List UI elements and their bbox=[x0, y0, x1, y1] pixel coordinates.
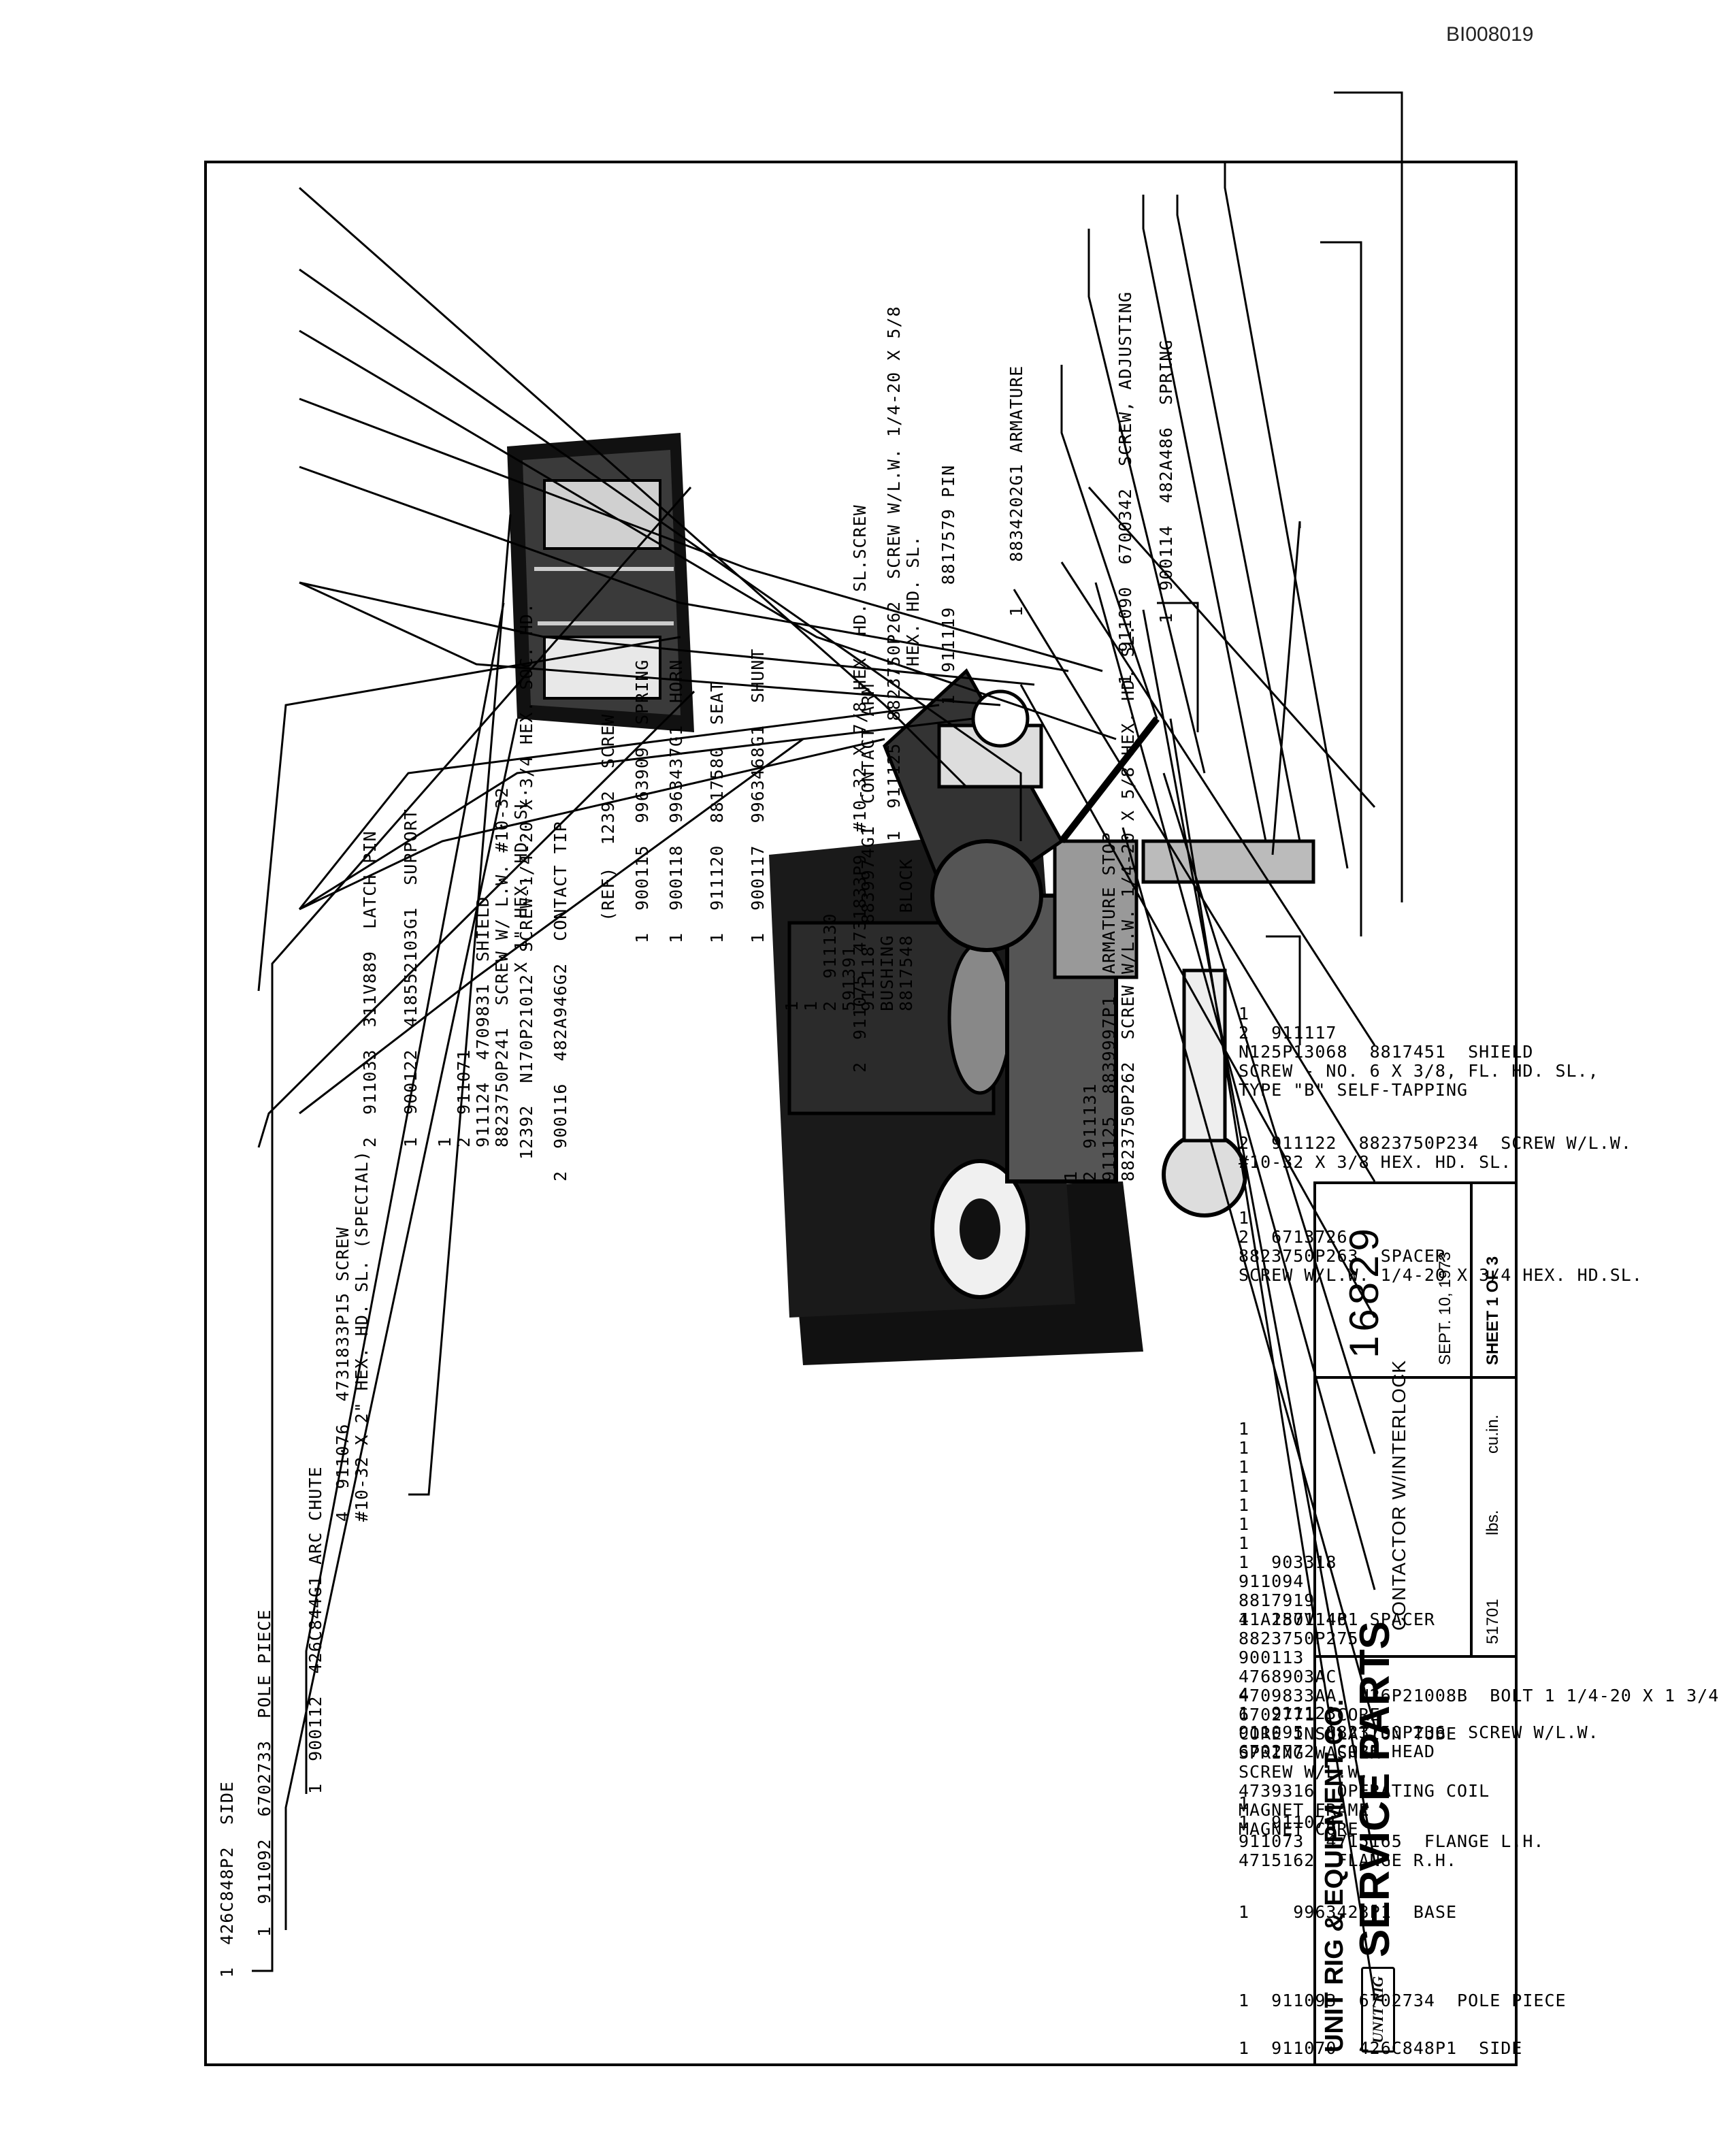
callout-seat: 1 911120 8817580 SEAT bbox=[707, 681, 727, 943]
callout-arc-chute: 1 900112 426C844G1 ARC CHUTE bbox=[306, 1466, 325, 1794]
drawing-title: CONTACTOR W/INTERLOCK bbox=[1388, 1360, 1409, 1631]
drawing-date: SEPT. 10, 1973 bbox=[1436, 1252, 1454, 1365]
callout-latch-pin: 2 911033 311V889 LATCH PIN bbox=[360, 830, 380, 1147]
callout-socket-screw: 12392 N170P21012 SCREW-1/4-20 X 3/4 HEX.… bbox=[517, 602, 536, 1160]
callout-pole-piece-upper: 1 911092 6702733 POLE PIECE bbox=[255, 1609, 274, 1937]
leader-lines bbox=[252, 91, 1403, 1999]
callout-screw-3-8: 2 911122 8823750P234 SCREW W/L.W. #10-32… bbox=[1239, 1133, 1632, 1172]
callout-horn: 1 900118 9963437G1 HORN bbox=[666, 659, 686, 943]
callout-contact-tip: 2 900116 482A946G2 CONTACT TIP bbox=[551, 821, 570, 1181]
code-number: 51701 bbox=[1484, 1599, 1502, 1644]
contactor-illustration bbox=[252, 91, 1403, 1999]
callout-shunt: 1 900117 9963468G1 SHUNT bbox=[748, 648, 768, 943]
company-logo: UNIT RIG bbox=[1361, 1967, 1395, 2053]
callout-armature-stop: 1 2 911131 911125 8839997P1 ARMATURE STO… bbox=[1061, 624, 1138, 1181]
drawing-number: 16829 bbox=[1341, 1224, 1387, 1358]
sheet-number: SHEET 1 OF 3 bbox=[1484, 1256, 1502, 1365]
document-id: BI008019 bbox=[1446, 23, 1534, 46]
callout-pin: 1 911119 8817579 PIN bbox=[938, 464, 958, 705]
callout-screw-5-8: 1 911125 8823750P262 SCREW W/L.W. 1/4-20… bbox=[884, 306, 923, 841]
volume-label: cu.in. bbox=[1484, 1414, 1502, 1454]
title-block: UNIT RIG & EQUIPMENT CO. UNIT RIG SERVIC… bbox=[1313, 1181, 1518, 2066]
callout-spring-lower: 1 900114 482A486 SPRING bbox=[1156, 339, 1176, 623]
title-block-divider-1 bbox=[1313, 1655, 1518, 1658]
callout-side-p2: 1 426C848P2 SIDE bbox=[217, 1781, 237, 1978]
callout-screw-special: 4 911076 4731833P15 SCREW #10-32 X 2" HE… bbox=[333, 1150, 372, 1522]
callout-spring-upper: 1 900115 9963909 SPRING bbox=[632, 659, 652, 943]
section-heading: SERVICE PARTS bbox=[1352, 1621, 1398, 1957]
contact-arm-drawing bbox=[883, 668, 1160, 952]
title-block-divider-2 bbox=[1470, 1181, 1473, 1658]
callout-support: 1 900122 418552103G1 SUPPORT bbox=[401, 808, 421, 1147]
callout-armature: 1 8834202G1 ARMATURE bbox=[1006, 365, 1026, 617]
arc-chute-drawing bbox=[507, 433, 694, 732]
base-and-magnet-drawing bbox=[769, 828, 1315, 1365]
drawing-frame bbox=[204, 161, 1518, 2066]
title-block-divider-3 bbox=[1313, 1376, 1518, 1379]
callout-ref-screw: (REF) 12392 SCREW bbox=[598, 713, 618, 921]
company-name: UNIT RIG & EQUIPMENT CO. bbox=[1320, 1699, 1349, 2053]
callout-shield-lower: 1 2 911117 N125P13068 8817451 SHIELD SCR… bbox=[1239, 1004, 1599, 1100]
weight-label: lbs. bbox=[1484, 1509, 1502, 1535]
rotated-sheet: 1 426C848P2 SIDE 1 911092 6702733 POLE P… bbox=[204, 91, 1719, 2066]
callout-screw-7-8: 2 911075 4731833P9 #10-32 X 7/8 HEX. HD.… bbox=[850, 504, 870, 1073]
callout-adjusting-screw: 1 911090 6700342 SCREW, ADJUSTING bbox=[1115, 291, 1135, 685]
